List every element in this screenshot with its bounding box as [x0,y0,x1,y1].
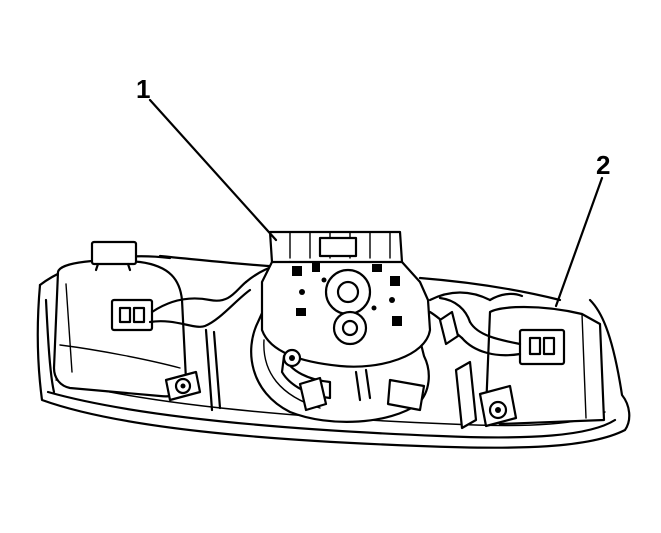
callout-label-2: 2 [596,150,611,180]
left-mount-screw [164,328,222,412]
right-connector-module [428,291,606,426]
callout-2-leader [554,176,604,308]
callout-1-leader [148,98,278,242]
bulb-socket-assembly [250,230,432,423]
lamp-housing [36,254,631,449]
callout-label-1: 1 [136,74,151,104]
right-mount-screw [438,310,518,430]
left-connector [110,260,292,332]
